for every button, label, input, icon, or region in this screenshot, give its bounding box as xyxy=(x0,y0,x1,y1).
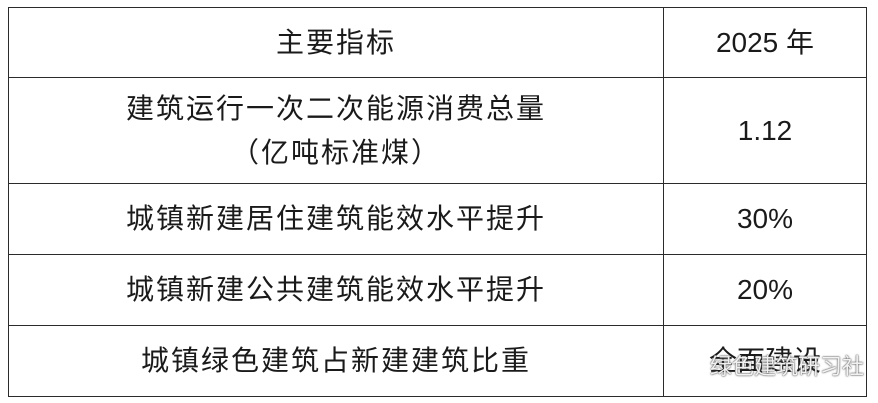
table-row: 城镇新建公共建筑能效水平提升 20% xyxy=(8,254,867,326)
value-cell: 30% xyxy=(663,183,867,255)
wechat-icon xyxy=(676,353,704,377)
indicator-cell: 建筑运行一次二次能源消费总量 （亿吨标准煤） xyxy=(8,77,664,184)
table-row: 建筑运行一次二次能源消费总量 （亿吨标准煤） 1.12 xyxy=(8,77,867,184)
indicator-line: 城镇新建居住建筑能效水平提升 xyxy=(125,202,546,235)
indicator-line: 城镇绿色建筑占新建建筑比重 xyxy=(140,344,531,377)
table-row: 城镇绿色建筑占新建建筑比重 全面建设 xyxy=(8,325,867,397)
header-value: 2025 年 xyxy=(663,7,867,78)
indicator-cell: 城镇新建居住建筑能效水平提升 xyxy=(8,183,664,255)
table-header-row: 主要指标 2025 年 xyxy=(8,7,867,78)
indicator-cell: 城镇绿色建筑占新建建筑比重 xyxy=(8,325,664,397)
header-indicator-label: 主要指标 xyxy=(275,25,396,59)
indicator-line: （亿吨标准煤） xyxy=(230,135,441,169)
header-indicator: 主要指标 xyxy=(8,7,664,78)
table-row: 城镇新建居住建筑能效水平提升 30% xyxy=(8,183,867,255)
indicator-table: 主要指标 2025 年 建筑运行一次二次能源消费总量 （亿吨标准煤） 1.12 … xyxy=(8,7,867,397)
value-cell: 1.12 xyxy=(663,77,867,184)
watermark: 绿色建筑研习社 xyxy=(676,349,864,381)
indicator-cell: 城镇新建公共建筑能效水平提升 xyxy=(8,254,664,326)
watermark-text: 绿色建筑研习社 xyxy=(709,355,864,380)
value-cell: 20% xyxy=(663,254,867,326)
indicator-line: 城镇新建公共建筑能效水平提升 xyxy=(125,273,546,306)
value-cell: 全面建设 xyxy=(663,325,867,397)
indicator-line: 建筑运行一次二次能源消费总量 xyxy=(125,91,546,125)
value-text: 全面建设 xyxy=(708,345,821,376)
